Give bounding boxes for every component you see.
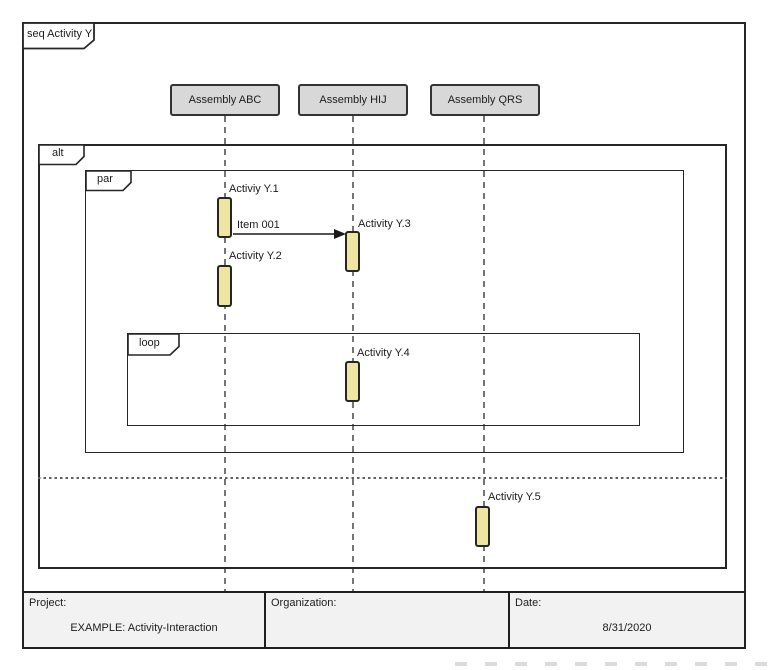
arrow-head-icon [334, 229, 346, 239]
alt-tab-shape [38, 144, 85, 166]
activity-label-y1: Activiy Y.1 [229, 183, 279, 195]
organization-label: Organization: [271, 597, 337, 609]
alt-fragment [38, 144, 727, 569]
activation-bar-y5 [475, 506, 490, 547]
loop-fragment [127, 333, 640, 426]
message-label-item001: Item 001 [237, 219, 280, 231]
par-fragment [85, 170, 684, 453]
alt-label: alt [52, 147, 64, 159]
activation-bar-y1 [217, 197, 232, 238]
alt-divider [38, 477, 727, 479]
loop-tab-shape [127, 333, 180, 356]
lifeline-header-assembly-qrs: Assembly QRS [430, 84, 540, 116]
frame-tab-shape [22, 22, 95, 50]
render-artifact [455, 662, 767, 666]
activation-bar-y2 [217, 265, 232, 307]
par-label: par [97, 173, 113, 185]
activity-label-y3: Activity Y.3 [358, 218, 411, 230]
message-arrow-item001 [233, 229, 346, 239]
lifeline-header-assembly-abc: Assembly ABC [170, 84, 280, 116]
lifeline-header-label: Assembly HIJ [319, 94, 387, 106]
lifeline-header-assembly-hij: Assembly HIJ [298, 84, 408, 116]
lifeline-assembly-abc [224, 116, 226, 592]
lifeline-assembly-hij [352, 116, 354, 592]
loop-label: loop [139, 337, 160, 349]
project-label: Project: [29, 597, 67, 609]
activity-label-y5: Activity Y.5 [488, 491, 541, 503]
lifeline-header-label: Assembly QRS [447, 94, 523, 106]
lifeline-assembly-qrs [483, 116, 485, 592]
organization-cell: Organization: [266, 593, 510, 647]
project-value: EXAMPLE: Activity-Interaction [70, 622, 218, 634]
par-tab-shape [85, 170, 132, 192]
title-block: Project: EXAMPLE: Activity-Interaction O… [22, 591, 746, 649]
date-label: Date: [515, 597, 542, 609]
activity-label-y4: Activity Y.4 [357, 347, 410, 359]
activation-bar-y3 [345, 231, 360, 272]
frame-title: seq Activity Y [27, 28, 93, 40]
date-value: 8/31/2020 [602, 622, 652, 634]
lifeline-header-label: Assembly ABC [188, 94, 262, 106]
activation-bar-y4 [345, 361, 360, 402]
date-cell: Date: 8/31/2020 [510, 593, 744, 647]
project-cell: Project: EXAMPLE: Activity-Interaction [24, 593, 266, 647]
activity-label-y2: Activity Y.2 [229, 250, 282, 262]
